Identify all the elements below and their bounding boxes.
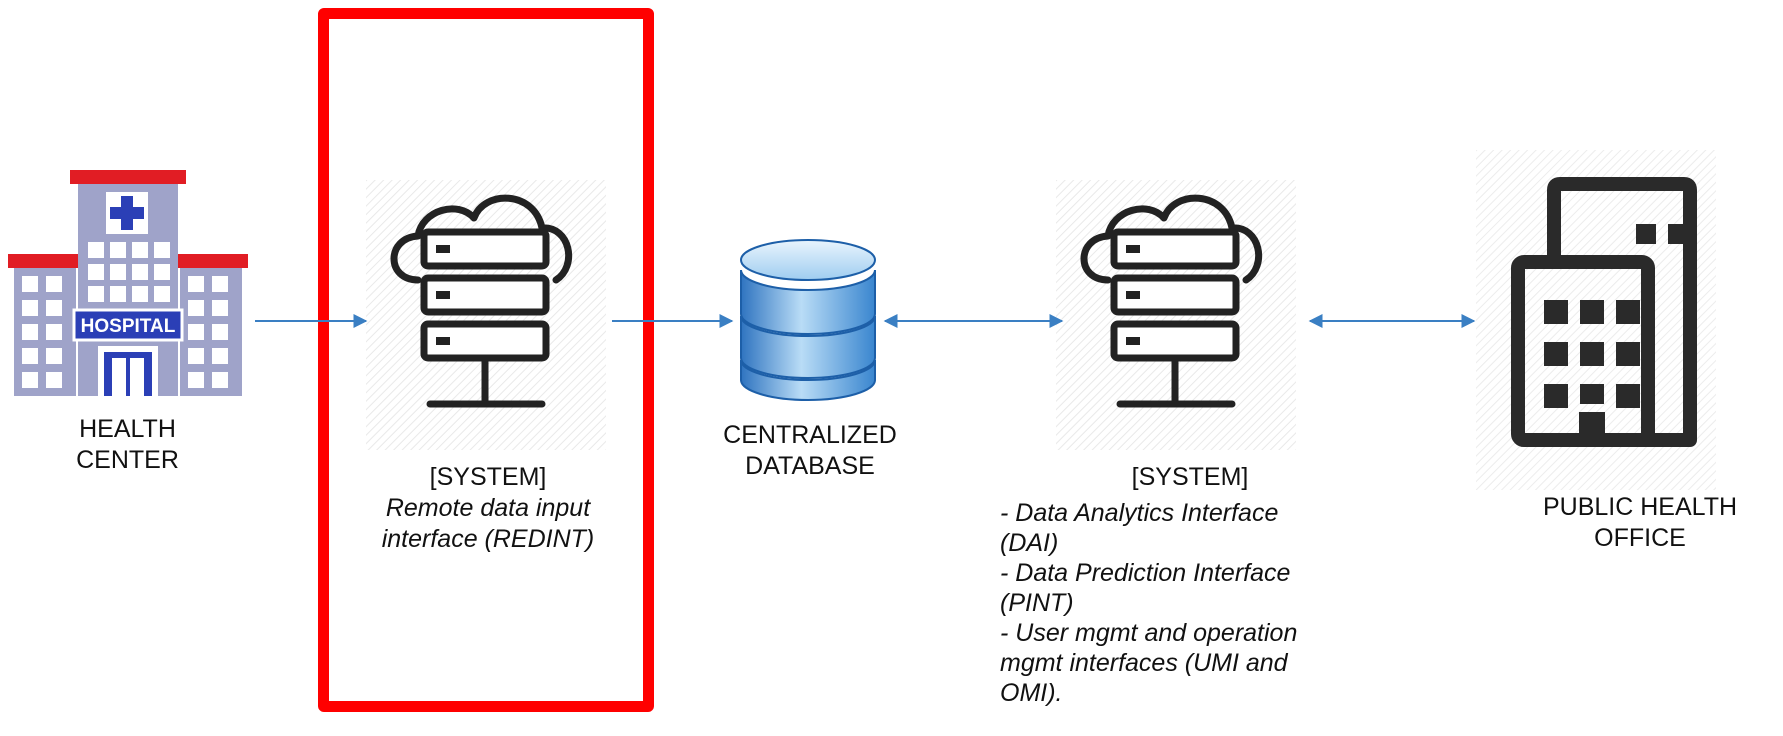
public-health-office-label: PUBLIC HEALTH OFFICE [1520, 492, 1760, 554]
analytics-system-interfaces: - Data Analytics Interface (DAI) - Data … [1000, 498, 1360, 708]
database-label-line1: CENTRALIZED [723, 421, 897, 449]
health-center-label-line1: HEALTH [79, 415, 176, 443]
cloud-server-icon [366, 180, 606, 450]
public-health-office-label-line2: OFFICE [1594, 524, 1686, 552]
database-label-line2: DATABASE [745, 452, 875, 480]
redint-highlight-frame [318, 8, 654, 712]
analytics-item: mgmt interfaces (UMI and [1000, 649, 1288, 677]
redint-system-label: [SYSTEM] Remote data input interface (RE… [346, 462, 630, 555]
hospital-icon: HOSPITAL [8, 170, 248, 396]
public-health-office-label-line1: PUBLIC HEALTH [1542, 493, 1738, 521]
analytics-system-tag-text: [SYSTEM] [1131, 463, 1249, 491]
analytics-item: - Data Analytics Interface [1000, 499, 1279, 527]
analytics-item: (DAI) [1000, 529, 1059, 557]
analytics-item: - Data Prediction Interface [1000, 559, 1291, 587]
database-label: CENTRALIZED DATABASE [690, 420, 930, 482]
redint-system-name-line2: interface (REDINT) [381, 525, 595, 553]
analytics-item: (PINT) [1000, 589, 1074, 617]
health-center-label: HEALTH CENTER [40, 414, 215, 476]
analytics-item: - User mgmt and operation [1000, 619, 1298, 647]
analytics-system-tag: [SYSTEM] [1080, 462, 1300, 493]
redint-system-name-line1: Remote data input [385, 494, 591, 522]
cloud-server-icon [1056, 180, 1296, 450]
database-icon [740, 239, 876, 401]
office-building-icon [1476, 150, 1716, 490]
hospital-sign-text: HOSPITAL [81, 316, 176, 337]
analytics-item: OMI). [1000, 679, 1063, 707]
redint-system-tag: [SYSTEM] [429, 463, 547, 491]
health-center-label-line2: CENTER [76, 446, 179, 474]
